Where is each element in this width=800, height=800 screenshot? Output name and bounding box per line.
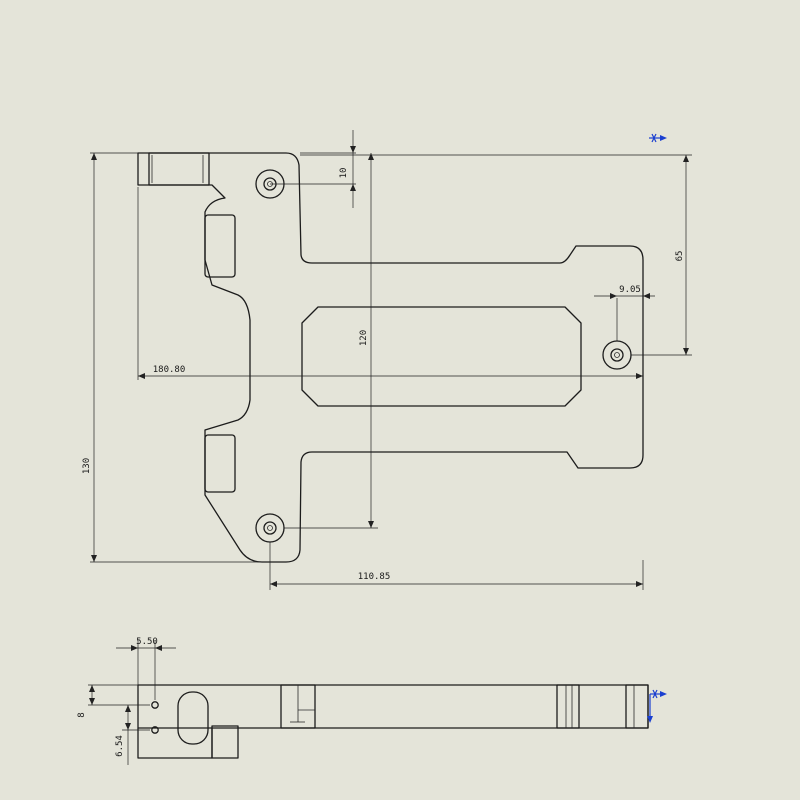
dim-side-hole-spacing: 5.50: [136, 637, 158, 647]
dim-right-hole-offset: 9.05: [619, 285, 641, 295]
side-view-dimensions: 5.50 8 6.54: [77, 637, 667, 765]
side-hole-lower: [151, 726, 159, 734]
side-clip: [211, 725, 239, 759]
side-hole-upper: [151, 701, 159, 709]
side-body: [137, 684, 649, 729]
side-view: [137, 684, 649, 759]
dim-inner-height: 120: [359, 330, 369, 346]
dim-side-offset-a: 8: [77, 712, 87, 717]
coordinate-axis-icon: [649, 133, 667, 143]
dim-overall-height: 130: [82, 458, 92, 474]
mounting-hole-right: [602, 340, 632, 370]
side-lower-lip: [137, 728, 213, 759]
side-end: [625, 684, 649, 729]
mounting-hole-bottom: [255, 513, 285, 543]
lower-slot: [204, 434, 236, 493]
dim-top-hole-offset: 10: [339, 168, 349, 179]
dim-overall-width: 180.80: [153, 365, 186, 375]
center-cutout: [301, 306, 582, 407]
top-view: [137, 152, 644, 563]
side-groove: [556, 684, 580, 729]
bracket-outline: [137, 152, 644, 563]
upper-slot: [204, 214, 236, 278]
top-view-dimensions: 10 65 9.05 120 180.80 130: [82, 130, 692, 590]
side-slot: [177, 691, 209, 745]
dim-right-hole-height: 65: [675, 251, 685, 262]
dim-side-offset-b: 6.54: [115, 735, 125, 757]
dim-hole-spacing: 110.85: [358, 572, 391, 582]
clip-tab: [148, 152, 210, 186]
coordinate-axis-icon: [647, 689, 667, 723]
